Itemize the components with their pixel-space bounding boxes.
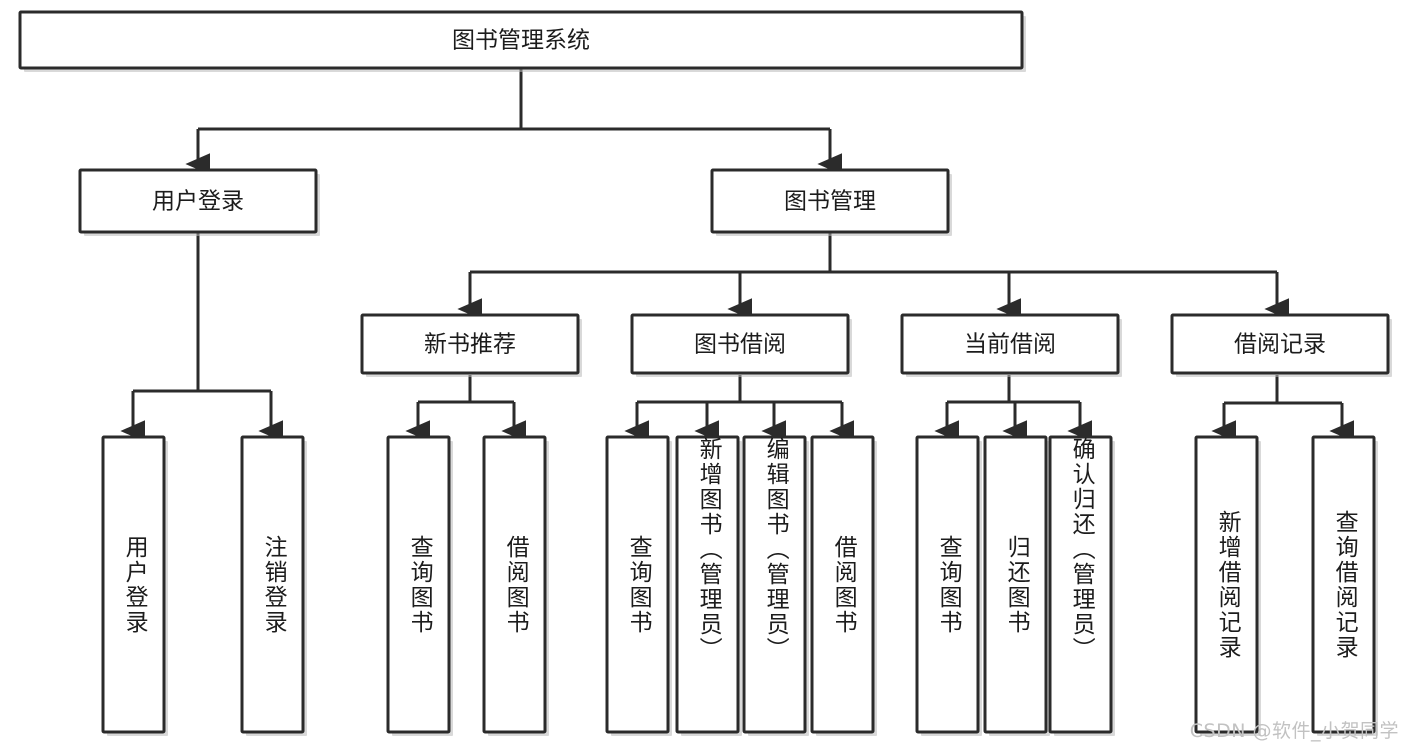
node-leaf-query-book-1[interactable] <box>386 435 453 736</box>
connector-group-user-login-to-leaves <box>120 233 284 442</box>
node-user-login[interactable]: 用户登录 <box>78 168 320 236</box>
node-root[interactable]: 图书管理系统 <box>18 10 1026 72</box>
connector-group-book-manage-to-level2 <box>457 233 1290 320</box>
node-new-book-recommend-label: 新书推荐 <box>424 332 516 358</box>
node-user-login-label: 用户登录 <box>152 189 244 215</box>
leaf-box-group <box>101 435 1378 736</box>
connector-group-root-to-level1 <box>185 68 843 175</box>
node-leaf-edit-book[interactable] <box>742 435 809 736</box>
node-leaf-add-book[interactable] <box>675 435 742 736</box>
node-leaf-user-login[interactable] <box>101 435 168 736</box>
node-new-book-recommend[interactable]: 新书推荐 <box>360 313 582 377</box>
node-leaf-return-book[interactable] <box>983 435 1050 736</box>
node-root-label: 图书管理系统 <box>452 28 590 54</box>
node-borrow-record[interactable]: 借阅记录 <box>1170 313 1392 377</box>
connector-group-book-borrow-to-leaves <box>624 375 855 442</box>
connector-group-current-borrow-to-leaves <box>934 375 1093 442</box>
node-current-borrow-label: 当前借阅 <box>964 332 1056 358</box>
node-leaf-add-record[interactable] <box>1194 435 1261 736</box>
node-book-manage[interactable]: 图书管理 <box>710 168 952 236</box>
node-leaf-query-book-3[interactable] <box>915 435 982 736</box>
node-leaf-query-book-2[interactable] <box>605 435 672 736</box>
node-leaf-logout-login[interactable] <box>240 435 307 736</box>
node-borrow-record-label: 借阅记录 <box>1234 332 1326 358</box>
node-book-borrow[interactable]: 图书借阅 <box>630 313 852 377</box>
node-book-manage-label: 图书管理 <box>784 189 876 215</box>
csdn-watermark: CSDN @软件_小贺同学 <box>1189 720 1399 742</box>
node-leaf-borrow-book-1[interactable] <box>482 435 549 736</box>
node-current-borrow[interactable]: 当前借阅 <box>900 313 1122 377</box>
connector-group-borrow-record-to-leaves <box>1211 375 1355 442</box>
node-leaf-borrow-book-2[interactable] <box>810 435 877 736</box>
node-book-borrow-label: 图书借阅 <box>694 332 786 358</box>
node-leaf-query-record[interactable] <box>1311 435 1378 736</box>
node-leaf-confirm-return[interactable] <box>1048 435 1115 736</box>
connector-group-new-book-recommend-to-leaves <box>405 375 527 442</box>
